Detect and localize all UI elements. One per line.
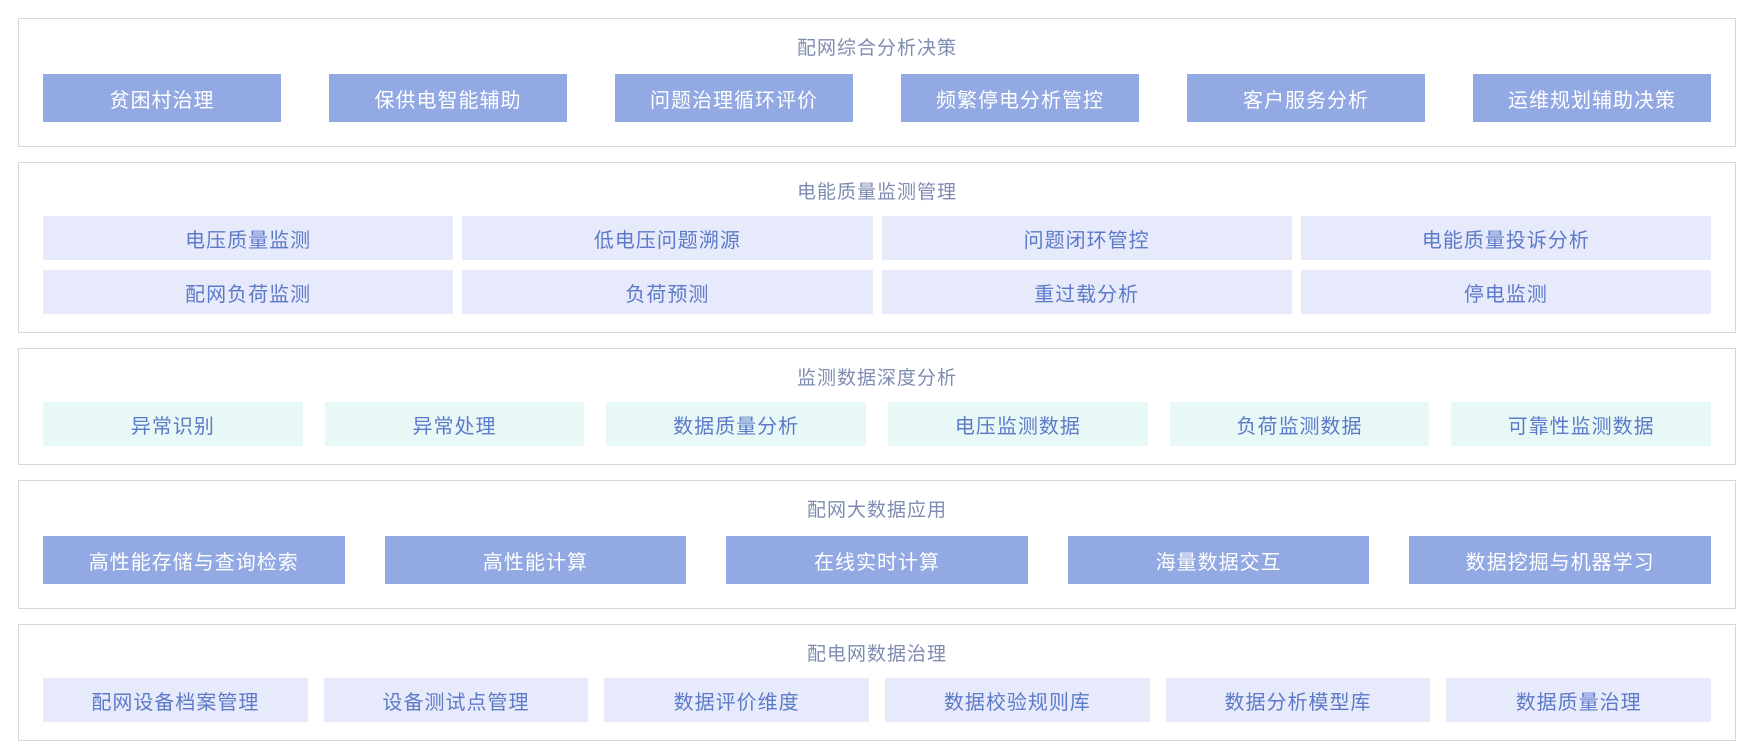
module-button[interactable]: 数据分析模型库 xyxy=(1165,678,1431,722)
module-button-row: 高性能存储与查询检索高性能计算在线实时计算海量数据交互数据挖掘与机器学习 xyxy=(43,534,1711,590)
module-button[interactable]: 问题闭环管控 xyxy=(881,216,1292,260)
capability-map: 配网综合分析决策 贫困村治理保供电智能辅助问题治理循环评价频繁停电分析管控客户服… xyxy=(0,18,1754,741)
section-panel: 配电网数据治理 配网设备档案管理设备测试点管理数据评价维度数据校验规则库数据分析… xyxy=(18,624,1736,741)
module-button[interactable]: 高性能计算 xyxy=(384,536,687,584)
module-button[interactable]: 贫困村治理 xyxy=(43,74,281,122)
section-panel: 监测数据深度分析 异常识别异常处理数据质量分析电压监测数据负荷监测数据可靠性监测… xyxy=(18,348,1736,465)
section-panel: 电能质量监测管理 电压质量监测低电压问题溯源问题闭环管控电能质量投诉分析配网负荷… xyxy=(18,162,1736,333)
section-title: 电能质量监测管理 xyxy=(796,182,957,203)
module-button[interactable]: 在线实时计算 xyxy=(726,536,1028,584)
module-button[interactable]: 频繁停电分析管控 xyxy=(901,74,1139,122)
module-button[interactable]: 高性能存储与查询检索 xyxy=(43,536,345,584)
module-button[interactable]: 数据评价维度 xyxy=(604,678,870,722)
module-button[interactable]: 数据校验规则库 xyxy=(885,678,1150,722)
module-button[interactable]: 运维规划辅助决策 xyxy=(1473,74,1711,122)
module-button-row: 配网负荷监测负荷预测重过载分析停电监测 xyxy=(43,270,1711,314)
section-title: 配网大数据应用 xyxy=(806,500,947,521)
module-button[interactable]: 配网设备档案管理 xyxy=(43,678,308,722)
section-title: 配网综合分析决策 xyxy=(796,38,957,59)
module-button-row: 配网设备档案管理设备测试点管理数据评价维度数据校验规则库数据分析模型库数据质量治… xyxy=(43,678,1712,722)
module-button[interactable]: 异常处理 xyxy=(324,402,585,446)
module-button[interactable]: 可靠性监测数据 xyxy=(1451,402,1712,446)
section-title: 监测数据深度分析 xyxy=(796,368,957,389)
module-button[interactable]: 数据挖掘与机器学习 xyxy=(1409,536,1711,584)
module-button[interactable]: 电压质量监测 xyxy=(43,216,454,260)
module-button[interactable]: 电压监测数据 xyxy=(888,402,1148,446)
module-button[interactable]: 问题治理循环评价 xyxy=(615,74,853,122)
module-button[interactable]: 数据质量分析 xyxy=(606,402,867,446)
section-title: 配电网数据治理 xyxy=(806,644,947,665)
module-button[interactable]: 异常识别 xyxy=(43,402,303,446)
module-button-row: 贫困村治理保供电智能辅助问题治理循环评价频繁停电分析管控客户服务分析运维规划辅助… xyxy=(43,72,1711,128)
module-button[interactable]: 负荷预测 xyxy=(462,270,873,314)
module-button[interactable]: 重过载分析 xyxy=(881,270,1292,314)
module-button[interactable]: 负荷监测数据 xyxy=(1169,402,1430,446)
module-button[interactable]: 低电压问题溯源 xyxy=(462,216,873,260)
section-panel: 配网综合分析决策 贫困村治理保供电智能辅助问题治理循环评价频繁停电分析管控客户服… xyxy=(18,18,1736,147)
module-button[interactable]: 配网负荷监测 xyxy=(43,270,454,314)
module-button[interactable]: 停电监测 xyxy=(1300,270,1711,314)
module-button[interactable]: 数据质量治理 xyxy=(1446,678,1712,722)
module-button[interactable]: 客户服务分析 xyxy=(1187,74,1425,122)
module-button[interactable]: 设备测试点管理 xyxy=(323,678,589,722)
module-button-row: 电压质量监测低电压问题溯源问题闭环管控电能质量投诉分析 xyxy=(43,216,1711,260)
module-button[interactable]: 保供电智能辅助 xyxy=(329,74,567,122)
module-button[interactable]: 电能质量投诉分析 xyxy=(1300,216,1711,260)
module-button[interactable]: 海量数据交互 xyxy=(1067,536,1370,584)
section-panel: 配网大数据应用 高性能存储与查询检索高性能计算在线实时计算海量数据交互数据挖掘与… xyxy=(18,480,1736,609)
module-button-row: 异常识别异常处理数据质量分析电压监测数据负荷监测数据可靠性监测数据 xyxy=(43,402,1712,446)
